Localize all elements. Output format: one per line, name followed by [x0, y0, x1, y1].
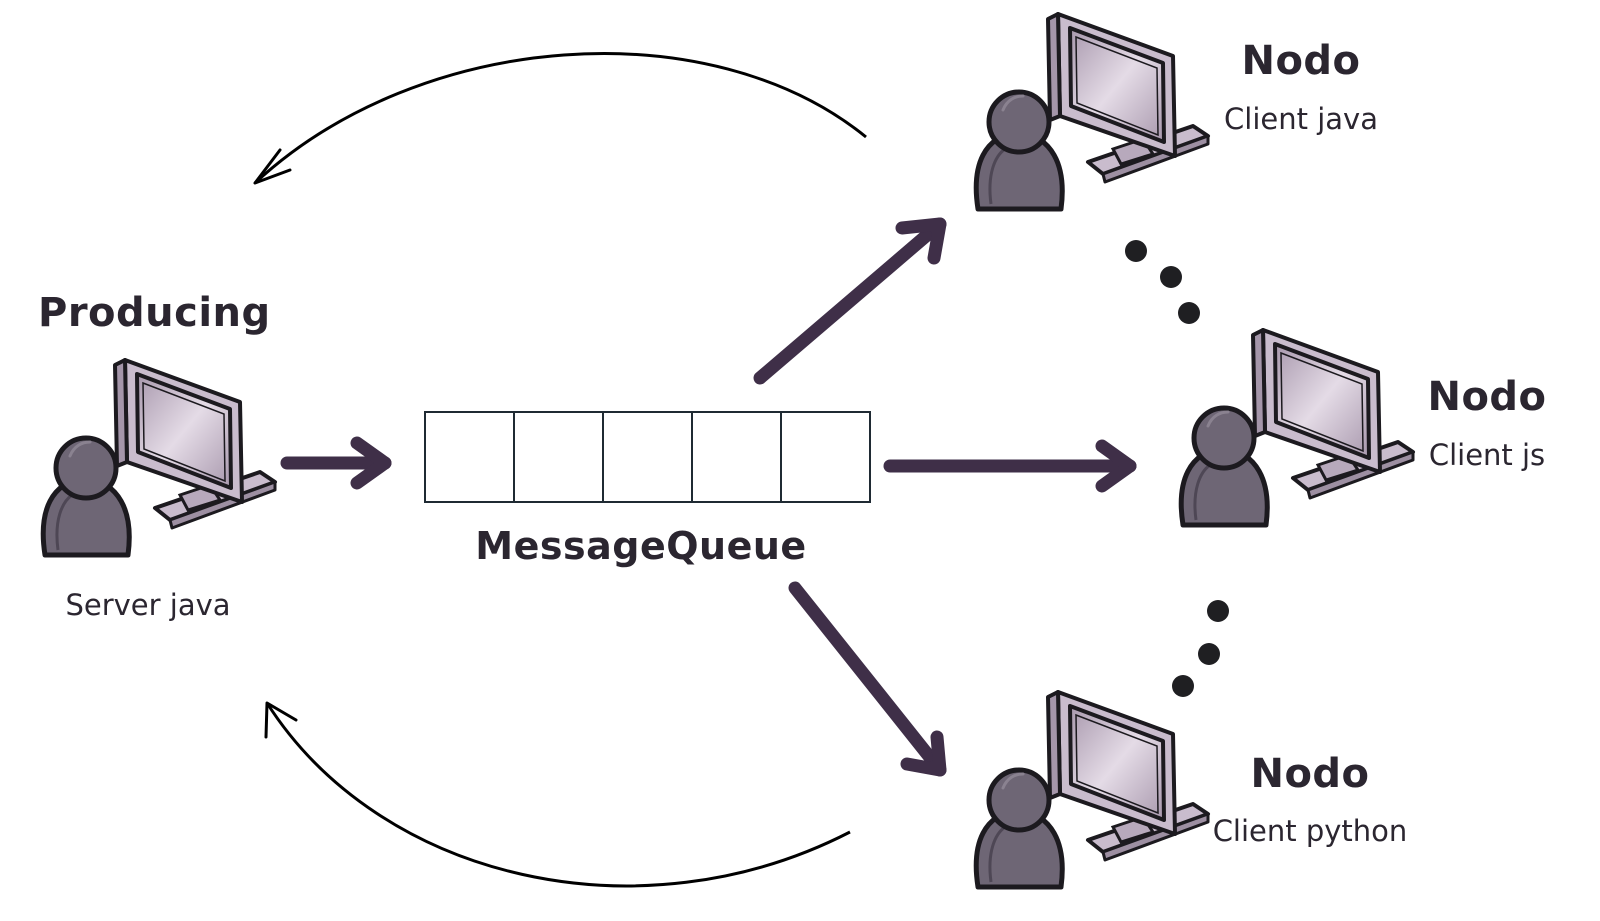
node-js-title: Nodo	[1427, 374, 1547, 420]
return-arrow-top	[253, 52, 867, 185]
node-js-subtitle: Client js	[1428, 438, 1546, 472]
arrow-queue-to-client-js	[883, 439, 1137, 493]
node-java-subtitle: Client java	[1224, 102, 1378, 136]
node-python-subtitle: Client python	[1212, 814, 1408, 848]
node-java-title: Nodo	[1241, 38, 1361, 84]
ellipsis-dots-lower	[1172, 600, 1229, 697]
user-at-computer-icon	[1181, 330, 1413, 525]
producer-subtitle: Server java	[65, 588, 231, 622]
message-queue-box	[424, 411, 871, 503]
user-at-computer-icon	[43, 360, 275, 555]
ellipsis-dots-upper	[1125, 240, 1200, 324]
return-arrow-bottom	[264, 701, 851, 888]
arrow-queue-to-client-java	[753, 217, 947, 385]
arrow-queue-to-client-python	[788, 581, 947, 777]
user-at-computer-icon	[976, 692, 1208, 887]
arrow-producer-to-queue	[280, 436, 392, 490]
producer-title: Producing	[38, 290, 271, 336]
node-python-title: Nodo	[1250, 751, 1370, 797]
user-at-computer-icon	[976, 14, 1208, 209]
queue-label: MessageQueue	[475, 524, 807, 568]
